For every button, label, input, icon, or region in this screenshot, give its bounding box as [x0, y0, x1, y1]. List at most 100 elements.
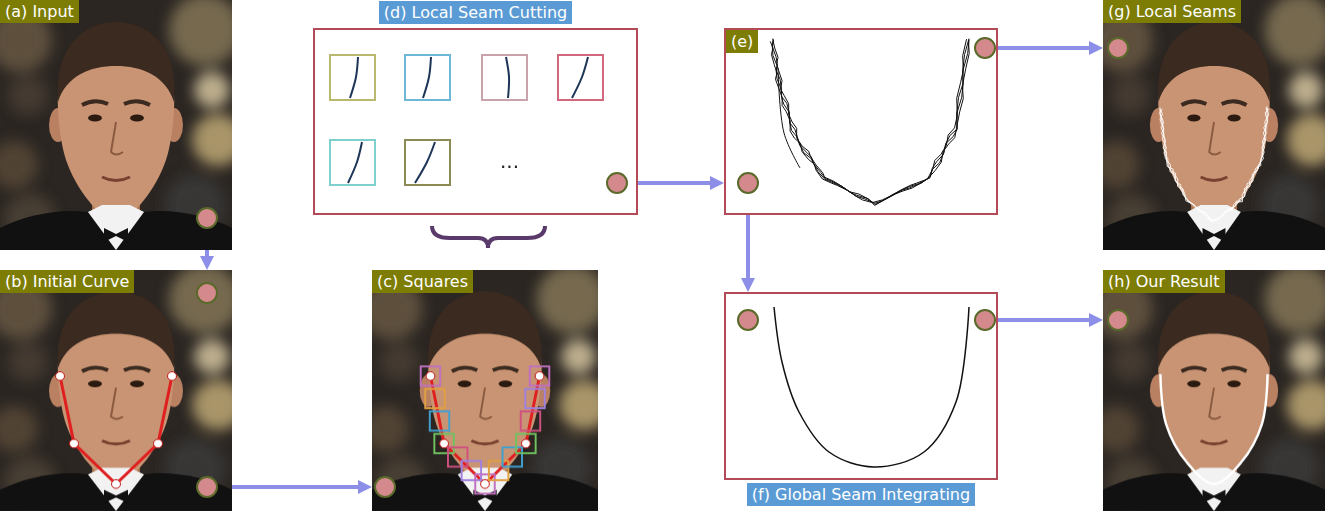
eyebrow	[124, 368, 150, 372]
shirt	[1187, 468, 1241, 511]
bokeh-light	[194, 339, 230, 374]
shirt	[88, 468, 144, 511]
nose	[111, 388, 123, 419]
square-window	[448, 447, 467, 466]
square-window	[430, 411, 449, 430]
process-box: (f) Global Seam Integrating	[724, 292, 998, 480]
bow-tie	[104, 228, 128, 242]
bokeh-light	[1265, 270, 1325, 334]
control-point	[535, 372, 544, 381]
seam-curve	[350, 57, 358, 98]
flow-arrow	[205, 250, 209, 263]
connection-dot	[975, 38, 995, 58]
local-seam	[773, 39, 970, 206]
connection-dot	[197, 283, 217, 303]
stage-heading: (f) Global Seam Integrating	[747, 483, 975, 506]
stray-seam	[778, 68, 800, 168]
eye	[88, 115, 102, 122]
local-seam	[770, 39, 966, 203]
mouth	[1201, 441, 1228, 444]
seam-curve	[415, 142, 435, 183]
photo-illustration	[372, 270, 598, 511]
control-point	[168, 372, 177, 381]
connection-dot	[197, 208, 217, 228]
panel-label: (b) Initial Curve	[0, 270, 134, 293]
control-point	[426, 372, 435, 381]
image-panel: (h) Our Result	[1103, 270, 1325, 511]
bokeh-light	[380, 342, 419, 381]
flow-arrow	[998, 318, 1096, 322]
flow-arrow	[998, 46, 1096, 50]
connection-dot	[738, 173, 758, 193]
local-seam	[1160, 106, 1268, 222]
connection-dot	[607, 173, 627, 193]
bokeh-light	[8, 75, 48, 115]
bokeh-light	[1287, 114, 1325, 166]
seam-curve	[506, 57, 509, 98]
global-seam	[1160, 374, 1267, 484]
eye	[1187, 380, 1200, 387]
control-point	[70, 439, 79, 448]
ellipsis-label: ...	[500, 150, 519, 172]
curly-brace	[432, 226, 545, 248]
bokeh-light	[1289, 339, 1323, 374]
hair	[428, 291, 542, 368]
seam-curve	[348, 142, 362, 183]
seam-square	[482, 55, 527, 100]
connection-dot	[738, 310, 758, 330]
face	[1158, 320, 1269, 484]
nose	[111, 122, 123, 155]
flow-arrow	[746, 215, 750, 285]
shirt	[1187, 205, 1241, 250]
image-panel: (g) Local Seams	[1103, 0, 1325, 250]
bokeh-light	[8, 342, 48, 381]
hair	[1158, 22, 1270, 102]
bokeh-light	[192, 380, 232, 430]
local-seam	[772, 39, 969, 204]
square-window	[421, 366, 440, 385]
stage-heading: (d) Local Seam Cutting	[379, 1, 572, 24]
photo-illustration	[1103, 270, 1325, 511]
eyebrow	[1181, 101, 1206, 105]
square-window	[425, 389, 444, 408]
bokeh-light	[194, 72, 230, 108]
eye	[1227, 115, 1240, 122]
panel-label: (a) Input	[0, 0, 79, 23]
face	[58, 320, 174, 484]
local-seam	[1160, 107, 1269, 220]
eyebrow	[1181, 368, 1206, 372]
bokeh-light	[192, 114, 232, 166]
photo-illustration	[0, 270, 232, 511]
process-box: (d) Local Seam Cutting	[313, 28, 638, 215]
photo-illustration	[0, 0, 232, 250]
control-point	[154, 439, 163, 448]
eyebrow	[82, 101, 108, 105]
square-window	[462, 461, 481, 480]
control-point	[112, 480, 121, 489]
shirt	[458, 468, 513, 511]
hair	[58, 22, 175, 102]
local-seam	[1160, 107, 1267, 220]
seam-curve	[423, 57, 431, 98]
face	[58, 52, 174, 222]
square-window	[516, 434, 535, 453]
eye	[499, 380, 513, 387]
bokeh-light	[0, 406, 38, 452]
square-window	[530, 366, 549, 385]
connection-dot	[197, 477, 217, 497]
image-panel: (b) Initial Curve	[0, 270, 232, 511]
seam-square	[330, 55, 375, 100]
eye	[458, 380, 472, 387]
bokeh-light	[372, 406, 409, 452]
seam-square	[330, 140, 375, 185]
hair	[58, 291, 175, 368]
panel-label: (g) Local Seams	[1103, 0, 1241, 23]
bokeh-light	[1265, 0, 1325, 66]
shirt	[88, 205, 144, 250]
connection-dot	[375, 477, 395, 497]
eyebrow	[452, 368, 477, 372]
square-window	[503, 447, 522, 466]
bow-tie	[1203, 228, 1226, 242]
